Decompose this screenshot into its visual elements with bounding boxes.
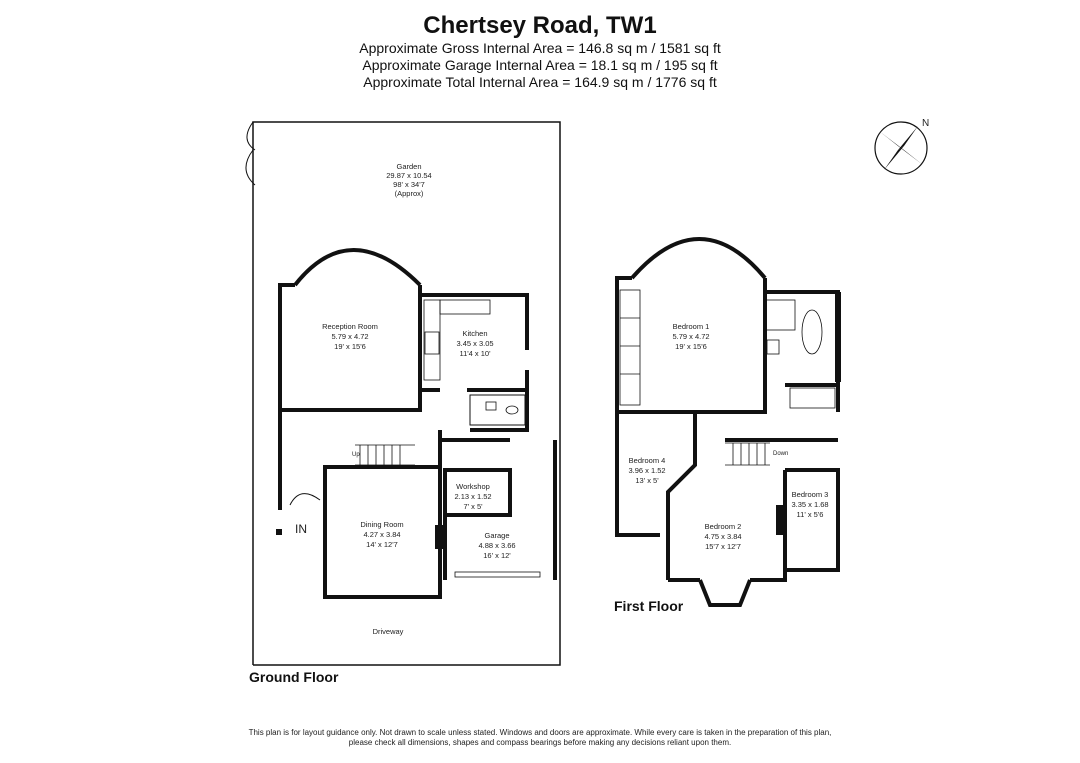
svg-text:Bedroom 2: Bedroom 2 — [705, 522, 742, 531]
plan-title: Chertsey Road, TW1 — [423, 12, 657, 39]
driveway-label: Driveway — [373, 627, 404, 636]
first-floor-plan — [615, 237, 841, 607]
svg-text:Bedroom 1: Bedroom 1 — [673, 322, 710, 331]
svg-text:5.79 x 4.72: 5.79 x 4.72 — [672, 332, 709, 341]
svg-text:3.45 x 3.05: 3.45 x 3.05 — [456, 339, 493, 348]
dining-room-label: Dining Room 4.27 x 3.84 14' x 12'7 — [360, 520, 403, 549]
garage-label: Garage 4.88 x 3.66 16' x 12' — [478, 531, 515, 560]
stairs-up-label: Up — [352, 452, 360, 458]
bedroom-1-label: Bedroom 1 5.79 x 4.72 19' x 15'6 — [672, 322, 709, 351]
bedroom-3-label: Bedroom 3 3.35 x 1.68 11' x 5'6 — [791, 490, 828, 519]
svg-text:Garden: Garden — [396, 162, 421, 171]
svg-text:29.87 x 10.54: 29.87 x 10.54 — [386, 171, 431, 180]
total-area-text: Approximate Total Internal Area = 164.9 … — [363, 74, 717, 90]
stairs-down-label: Down — [773, 451, 788, 457]
reception-room-label: Reception Room 5.79 x 4.72 19' x 15'6 — [322, 322, 378, 351]
svg-text:98' x 34'7: 98' x 34'7 — [393, 180, 425, 189]
svg-text:(Approx): (Approx) — [395, 189, 424, 198]
garage-area-text: Approximate Garage Internal Area = 18.1 … — [362, 57, 718, 73]
svg-text:4.75 x 3.84: 4.75 x 3.84 — [704, 532, 741, 541]
svg-text:3.96 x 1.52: 3.96 x 1.52 — [628, 466, 665, 475]
ground-floor-plan — [245, 121, 561, 666]
disclaimer-line-2: please check all dimensions, shapes and … — [348, 738, 732, 747]
garden-label: Garden 29.87 x 10.54 98' x 34'7 (Approx) — [386, 162, 431, 198]
compass-icon: N — [874, 118, 929, 175]
svg-text:Garage: Garage — [484, 531, 509, 540]
svg-text:15'7 x 12'7: 15'7 x 12'7 — [705, 542, 741, 551]
svg-text:Dining Room: Dining Room — [360, 520, 403, 529]
svg-text:Kitchen: Kitchen — [462, 329, 487, 338]
entrance-label: IN — [295, 522, 307, 536]
svg-text:Bedroom 4: Bedroom 4 — [629, 456, 666, 465]
svg-text:4.88 x 3.66: 4.88 x 3.66 — [478, 541, 515, 550]
svg-text:Bedroom 3: Bedroom 3 — [792, 490, 829, 499]
svg-text:Workshop: Workshop — [456, 482, 490, 491]
svg-text:Reception Room: Reception Room — [322, 322, 378, 331]
svg-text:11'4 x 10': 11'4 x 10' — [459, 349, 491, 358]
first-floor-label: First Floor — [614, 598, 684, 614]
ground-floor-label: Ground Floor — [249, 669, 339, 685]
svg-text:14' x 12'7: 14' x 12'7 — [366, 540, 398, 549]
svg-text:11' x 5'6: 11' x 5'6 — [797, 510, 824, 519]
gross-area-text: Approximate Gross Internal Area = 146.8 … — [359, 40, 721, 56]
bedroom-4-label: Bedroom 4 3.96 x 1.52 13' x 5' — [628, 456, 665, 485]
workshop-label: Workshop 2.13 x 1.52 7' x 5' — [454, 482, 491, 511]
kitchen-label: Kitchen 3.45 x 3.05 11'4 x 10' — [456, 329, 493, 358]
svg-text:5.79 x 4.72: 5.79 x 4.72 — [331, 332, 368, 341]
svg-text:16' x 12': 16' x 12' — [483, 551, 511, 560]
svg-text:19' x 15'6: 19' x 15'6 — [334, 342, 366, 351]
svg-text:19' x 15'6: 19' x 15'6 — [675, 342, 707, 351]
compass-north-label: N — [922, 118, 929, 129]
svg-text:13' x 5': 13' x 5' — [635, 476, 659, 485]
disclaimer-line-1: This plan is for layout guidance only. N… — [248, 728, 832, 737]
svg-text:7' x 5': 7' x 5' — [463, 502, 483, 511]
svg-text:4.27 x 3.84: 4.27 x 3.84 — [363, 530, 400, 539]
bedroom-2-label: Bedroom 2 4.75 x 3.84 15'7 x 12'7 — [704, 522, 741, 551]
svg-text:2.13 x 1.52: 2.13 x 1.52 — [454, 492, 491, 501]
svg-text:3.35 x 1.68: 3.35 x 1.68 — [791, 500, 828, 509]
